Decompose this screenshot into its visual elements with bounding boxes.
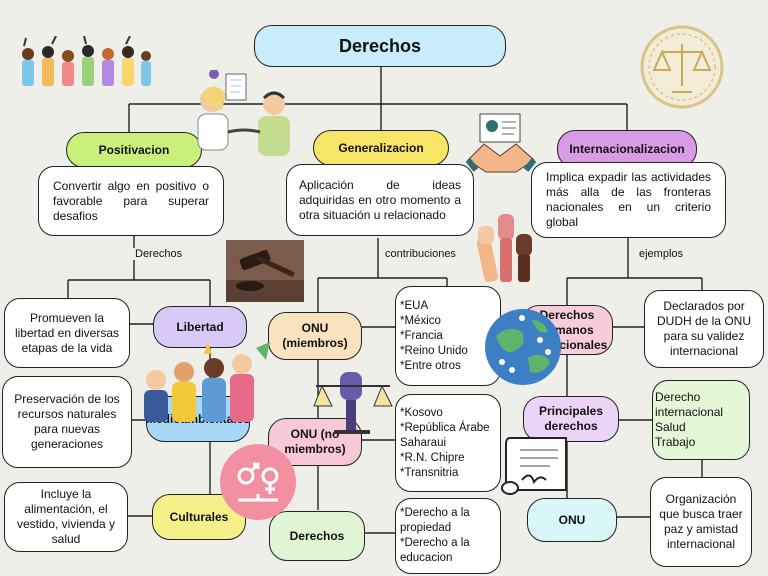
category-generalizacion: Generalizacion: [313, 130, 449, 166]
globe-people-icon: [485, 309, 561, 385]
node-onu-miembros: ONU (miembros): [268, 312, 362, 360]
list-onu-miembros: *EUA *México *Francia *Reino Unido *Entr…: [395, 286, 501, 386]
handshake-document-icon: [466, 113, 536, 173]
edge-label-ejemplos: ejemplos: [637, 248, 686, 260]
list-onu-no-miembros: *Kosovo *República Árabe Saharaui *R.N. …: [395, 394, 501, 492]
people-meeting-icon: [197, 70, 290, 156]
edge-label-derechos: Derechos: [133, 248, 185, 260]
list-derechos-generalizacion: *Derecho a la propiedad *Derecho a la ed…: [395, 498, 501, 574]
protest-crowd-icon: [22, 36, 151, 86]
node-libertad: Libertad: [153, 306, 247, 348]
node-onu-internacional: ONU: [527, 498, 617, 542]
description-internacionalizacion: Implica expadir las actividades más alla…: [531, 162, 726, 238]
node-derechos-generalizacion: Derechos: [269, 511, 365, 561]
raised-fists-icon: [476, 214, 532, 282]
positivacion-desc-libertad: Promueven la libertad en diversas etapas…: [4, 298, 130, 368]
diverse-group-icon: [144, 342, 270, 422]
positivacion-desc-medioambientales: Preservación de los recursos naturales p…: [2, 376, 132, 468]
desc-principales-derechos: Derecho internacional Salud Trabajo: [652, 380, 750, 460]
positivacion-desc-culturales: Incluye la alimentación, el vestido, viv…: [4, 482, 128, 552]
description-positivacion: Convertir algo en positivo o favorable p…: [38, 166, 224, 236]
desc-derechos-humanos-internacionales: Declarados por DUDH de la ONU para su va…: [644, 290, 764, 368]
category-internacionalizacion: Internacionalizacion: [557, 130, 697, 168]
contract-scroll-icon: [501, 437, 567, 495]
gavel-icon: [226, 240, 304, 302]
justice-scale-badge-icon: [640, 25, 724, 109]
desc-onu-internacional: Organización que busca traer paz y amist…: [650, 477, 752, 567]
description-generalizacion: Aplicación de ideas adquiridas en otro m…: [286, 164, 474, 236]
node-principales-derechos: Principales derechos: [523, 396, 619, 442]
gender-equality-icon: [220, 444, 296, 520]
scale-fist-icon: [313, 372, 393, 434]
root-node: Derechos: [254, 25, 506, 67]
edge-label-contribuciones: contribuciones: [383, 248, 458, 260]
